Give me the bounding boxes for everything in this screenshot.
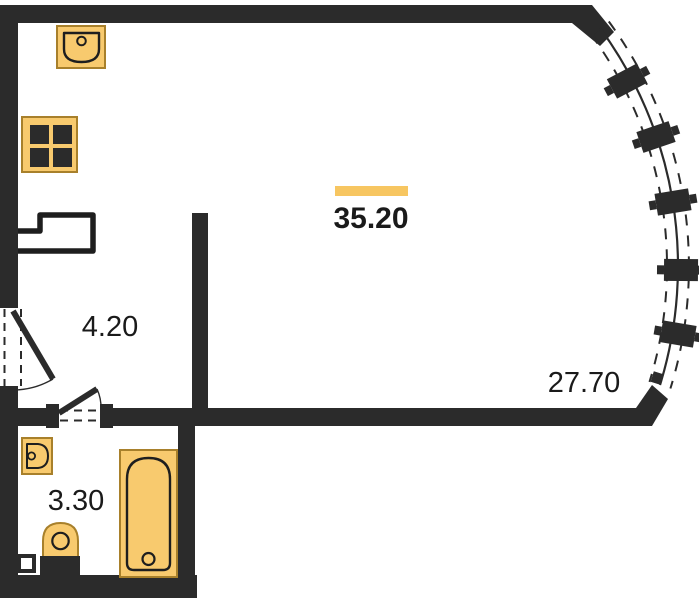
burner bbox=[30, 125, 49, 144]
room-bottom-wall bbox=[100, 408, 652, 426]
bathroom-door-leaf bbox=[57, 386, 99, 416]
area-labels: 35.20 4.20 27.70 3.30 bbox=[48, 186, 621, 517]
window-wall bbox=[590, 20, 699, 389]
bath-door-jamb-left bbox=[46, 404, 59, 428]
washbasin bbox=[21, 437, 53, 475]
bath-door-jamb-right bbox=[100, 404, 113, 428]
window-mullion bbox=[653, 320, 699, 348]
bottom-right-corner-wall bbox=[636, 385, 668, 426]
burner bbox=[53, 125, 72, 144]
entry-door-swing-arc bbox=[13, 378, 54, 391]
toilet-tank bbox=[40, 556, 80, 576]
burner bbox=[30, 148, 49, 167]
bottom-wall bbox=[0, 575, 197, 598]
vent-shaft bbox=[18, 212, 96, 254]
bathroom-door bbox=[57, 386, 102, 422]
burner bbox=[53, 148, 72, 167]
stove bbox=[21, 116, 78, 173]
toilet bbox=[40, 521, 80, 576]
left-wall-lower bbox=[0, 386, 18, 598]
bathroom-right-wall bbox=[178, 420, 195, 598]
left-wall-upper bbox=[0, 5, 18, 308]
bathroom-area-label: 3.30 bbox=[48, 485, 104, 517]
wall-niche bbox=[17, 554, 36, 573]
window-end-tab bbox=[650, 371, 664, 385]
hallway-area-label: 4.20 bbox=[82, 311, 138, 343]
walls bbox=[0, 5, 668, 598]
window-mullion bbox=[603, 63, 651, 99]
hall-room-wall bbox=[192, 213, 208, 412]
kitchen-sink bbox=[56, 25, 106, 69]
top-wall bbox=[0, 5, 584, 23]
window-mullion bbox=[648, 188, 698, 216]
window-mullion bbox=[656, 258, 699, 282]
living-area-label: 27.70 bbox=[548, 367, 621, 399]
window-start-tab bbox=[593, 28, 609, 44]
total-area-marker bbox=[335, 186, 408, 196]
window-mullion bbox=[631, 121, 681, 153]
entry-door bbox=[3, 309, 56, 391]
entry-door-leaf bbox=[10, 309, 56, 381]
bathtub bbox=[119, 449, 178, 578]
total-area-label: 35.20 bbox=[333, 202, 408, 235]
